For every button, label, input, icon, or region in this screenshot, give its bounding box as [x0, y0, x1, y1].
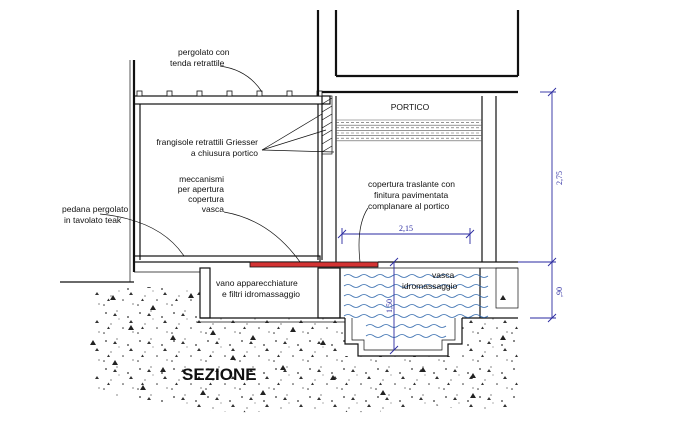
svg-text:vano apparecchiature: vano apparecchiature: [216, 278, 298, 288]
soil-triangle: [260, 390, 266, 395]
svg-text:in tavolato teak: in tavolato teak: [64, 215, 122, 225]
pergola-batten: [226, 90, 233, 97]
label-vano: vano apparecchiature e filtri idromassag…: [216, 278, 300, 299]
soil-triangle: [230, 355, 236, 360]
svg-text:idromassaggio: idromassaggio: [402, 281, 458, 291]
pergola-batten: [136, 90, 143, 97]
label-vasca: vasca idromassaggio: [402, 270, 458, 291]
soil-ground: [90, 287, 518, 413]
dimension-portico-label: 2,75: [555, 171, 564, 185]
soil-triangle: [330, 375, 336, 380]
svg-text:copertura: copertura: [188, 194, 224, 204]
dimension-width-label: 2,15: [399, 224, 413, 233]
svg-text:vasca: vasca: [432, 270, 454, 280]
water-wave: [343, 284, 489, 288]
svg-text:tenda retrattile: tenda retrattile: [170, 58, 225, 68]
water-wave: [365, 334, 447, 338]
soil-triangle: [470, 373, 476, 378]
svg-text:meccanismi: meccanismi: [179, 174, 224, 184]
soil-triangle: [420, 367, 426, 372]
soil-triangle: [128, 325, 134, 330]
label-pedana: pedana pergolato in tavolato teak: [62, 204, 128, 225]
soil-triangle: [90, 340, 96, 345]
soil-triangle: [380, 390, 386, 395]
soil-triangle: [140, 385, 146, 390]
griesser-hatch: [321, 95, 333, 155]
svg-text:frangisole retrattili Griesser: frangisole retrattili Griesser: [156, 137, 258, 147]
soil-triangle: [110, 295, 116, 300]
soil-triangle: [210, 330, 216, 335]
svg-text:pedana pergolato: pedana pergolato: [62, 204, 128, 214]
dimension-depth-label: 1,50: [385, 299, 394, 313]
sliding-cover: [249, 261, 379, 268]
soil-triangle: [188, 293, 194, 298]
pergola-beam: [133, 95, 331, 105]
pergola-batten: [166, 90, 173, 97]
label-copertura: copertura traslante con finitura pavimen…: [368, 179, 455, 211]
soil-triangle: [290, 327, 296, 332]
svg-text:copertura traslante con: copertura traslante con: [368, 179, 455, 189]
soil-triangle: [250, 335, 256, 340]
dimension-vertical: 2,75 ,90: [518, 87, 564, 323]
soil-triangle: [150, 305, 156, 310]
svg-text:complanare al portico: complanare al portico: [368, 201, 450, 211]
portico-label: PORTICO: [391, 102, 430, 112]
water-wave: [343, 304, 489, 308]
svg-text:e filtri idromassaggio: e filtri idromassaggio: [222, 289, 300, 299]
label-pergola: pergolato con tenda retrattile: [170, 47, 230, 68]
label-meccanismi: meccanismi per apertura copertura vasca: [178, 174, 225, 214]
dimension-width: 2,15: [337, 224, 475, 244]
dimension-depth: 1,50: [385, 257, 399, 355]
frangisole-slats: [336, 119, 482, 142]
soil-triangle: [320, 340, 326, 345]
soil-triangle: [200, 390, 206, 395]
svg-text:finitura pavimentata: finitura pavimentata: [374, 190, 448, 200]
pool-water: [343, 274, 489, 338]
soil-triangle: [160, 367, 166, 372]
label-frangisole: frangisole retrattili Griesser a chiusur…: [156, 137, 258, 158]
soil-triangle: [500, 335, 506, 340]
soil-triangles: [90, 293, 506, 398]
pergola-battens: [136, 90, 323, 97]
soil-triangle: [280, 365, 286, 370]
water-wave: [343, 274, 489, 278]
pergola-batten: [256, 90, 263, 97]
soil-triangle: [112, 360, 118, 365]
svg-text:vasca: vasca: [202, 204, 224, 214]
soil-triangle: [500, 295, 506, 300]
water-wave: [343, 314, 489, 318]
svg-text:per apertura: per apertura: [178, 184, 225, 194]
leader-lines: [99, 65, 369, 263]
water-wave: [343, 294, 489, 298]
soil-triangle: [470, 393, 476, 398]
soil-triangle: [170, 335, 176, 340]
pedana-deck: [133, 255, 321, 263]
pergola-batten: [286, 90, 293, 97]
drawing-title: SEZIONE: [182, 365, 257, 384]
pergola-batten: [196, 90, 203, 97]
svg-text:a chiusura portico: a chiusura portico: [191, 148, 258, 158]
svg-text:pergolato con: pergolato con: [178, 47, 230, 57]
dimension-base-label: ,90: [555, 287, 564, 297]
water-wave: [365, 324, 447, 328]
